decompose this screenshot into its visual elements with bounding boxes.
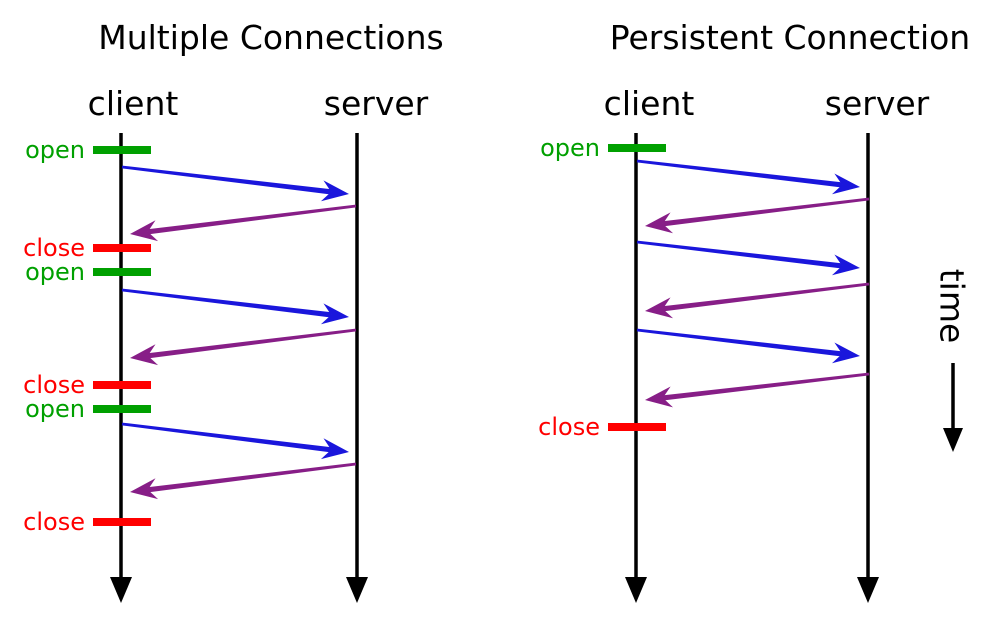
request-arrowhead — [831, 342, 860, 364]
close-label: close — [23, 234, 85, 262]
multiple-server-label: server — [323, 84, 429, 123]
server-timeline-arrowhead — [857, 577, 879, 603]
open-label: open — [25, 136, 85, 164]
response-arrowhead — [645, 212, 674, 234]
client-timeline-arrowhead — [625, 577, 647, 603]
request-arrow — [636, 159, 843, 188]
diagram-title-persistent-connection: Persistent Connection — [609, 18, 971, 57]
response-arrowhead — [130, 220, 159, 242]
response-arrow — [662, 282, 870, 312]
response-arrow — [147, 462, 357, 493]
close-marker — [93, 518, 151, 526]
close-label: close — [23, 371, 85, 399]
persistent-server-label: server — [824, 84, 930, 123]
request-arrow — [636, 240, 843, 269]
close-label: close — [23, 508, 85, 536]
time-axis-label: time — [932, 268, 972, 344]
time-axis-arrowhead — [943, 428, 963, 452]
open-label: open — [25, 395, 85, 423]
open-marker — [93, 146, 151, 154]
request-arrowhead — [831, 173, 860, 195]
server-timeline-arrowhead — [346, 577, 368, 603]
response-arrowhead — [645, 386, 674, 408]
response-arrow — [147, 204, 357, 235]
request-arrow — [121, 422, 332, 453]
request-arrowhead — [831, 254, 860, 276]
request-arrow — [121, 288, 332, 318]
response-arrowhead — [130, 344, 159, 366]
open-marker — [608, 144, 666, 152]
open-label: open — [540, 134, 600, 162]
persistent-client-label: client — [603, 84, 695, 123]
close-marker — [93, 381, 151, 389]
open-marker — [93, 405, 151, 413]
open-marker — [93, 268, 151, 276]
close-marker — [93, 244, 151, 252]
response-arrow — [662, 372, 870, 401]
request-arrowhead — [320, 303, 349, 325]
multiple-client-label: client — [87, 84, 179, 123]
close-marker — [608, 423, 666, 431]
request-arrow — [121, 165, 332, 195]
client-timeline-arrowhead — [110, 577, 132, 603]
response-arrowhead — [130, 478, 159, 500]
response-arrowhead — [645, 297, 674, 319]
diagram-title-multiple-connections: Multiple Connections — [98, 18, 444, 57]
response-arrow — [662, 197, 870, 227]
open-label: open — [25, 258, 85, 286]
request-arrowhead — [320, 438, 349, 460]
response-arrow — [147, 328, 357, 359]
request-arrow — [636, 328, 843, 357]
close-label: close — [538, 413, 600, 441]
request-arrowhead — [320, 180, 349, 202]
